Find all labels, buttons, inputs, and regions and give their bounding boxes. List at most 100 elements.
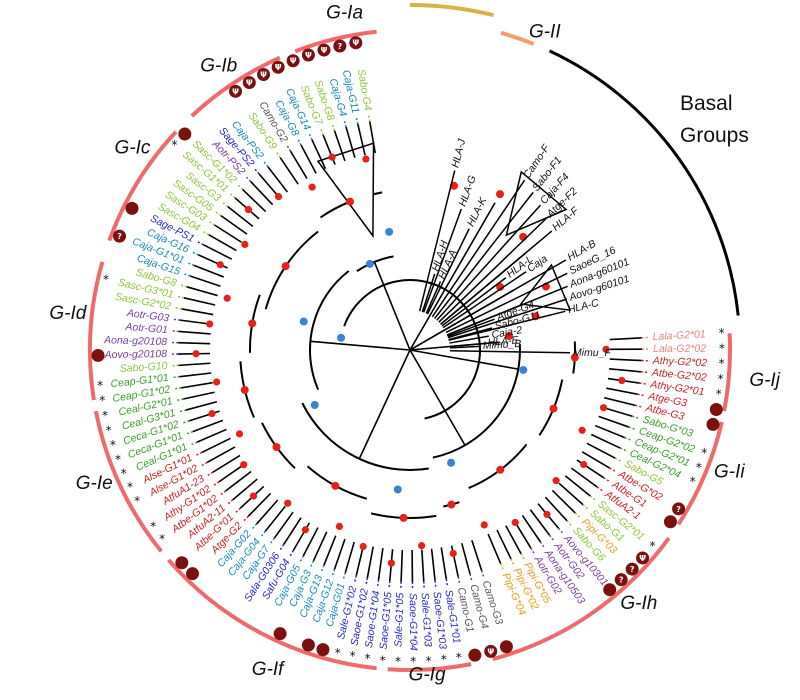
leaf-branch (273, 511, 294, 539)
leaf-branch (208, 234, 237, 252)
backbone-arc (343, 279, 481, 420)
support-dot (301, 526, 309, 534)
basal-branch (438, 217, 548, 323)
support-dot (272, 442, 281, 451)
leaf-branch (558, 482, 584, 506)
star-marker: * (716, 387, 722, 401)
leaf-label: Sabo-G10 (119, 360, 168, 375)
star-marker: * (121, 466, 127, 480)
basal-leaf-label: HLA-J (449, 137, 468, 169)
leaf-branch (201, 437, 231, 454)
star-marker: * (441, 653, 447, 667)
dot-marker (273, 627, 287, 641)
leaf-label: Sale-G1*05 (392, 592, 406, 647)
support-dot-blue (385, 227, 394, 236)
star-marker: * (350, 649, 356, 663)
leaf-label: Lala-G2*02 (653, 343, 706, 355)
leaf-connector (457, 576, 461, 585)
leaf-connector (320, 565, 325, 574)
group-arc-g-ig (387, 662, 472, 672)
psi-glyph: Ψ (246, 79, 253, 88)
support-dot (511, 518, 519, 527)
star-marker: * (649, 539, 655, 553)
support-dot (192, 350, 200, 358)
group-arc-g-id (88, 261, 105, 401)
collapsed-clade-triangle (505, 170, 568, 237)
leaf-branch (505, 525, 522, 555)
leaf-branch (247, 492, 272, 517)
leaf-branch (178, 341, 211, 345)
leaf-connector (253, 167, 260, 175)
support-dot (331, 481, 340, 490)
support-dot (449, 549, 457, 558)
dot-marker (663, 515, 677, 529)
leaf-label: Aovo-g20108 (103, 348, 167, 361)
support-dot (241, 240, 249, 249)
leaf-branch (609, 368, 642, 373)
support-dot (543, 510, 551, 519)
leaf-connector (171, 375, 180, 379)
leaf-branch (179, 372, 212, 378)
leaf-branch (440, 547, 448, 580)
unknown-marker (113, 229, 127, 243)
pseudogene-marker (242, 76, 256, 90)
leaf-connector (226, 499, 234, 506)
support-dot (418, 542, 426, 550)
leaf-connector (566, 520, 574, 528)
leaf-branch (366, 546, 374, 579)
pseudogene-marker (286, 54, 300, 68)
leaf-branch (189, 275, 221, 287)
leaf-branch (214, 224, 242, 243)
backbone-branch (409, 202, 496, 351)
leaf-connector (445, 579, 449, 588)
leaf-connector (603, 477, 611, 483)
leaf-connector (244, 175, 252, 182)
leaf-connector (309, 560, 315, 569)
support-dot (208, 409, 216, 418)
star-marker: * (106, 423, 112, 437)
pseudogene-marker (317, 43, 331, 57)
basal-branch (448, 310, 566, 342)
leaf-branch (178, 330, 211, 335)
group-label-g-ih: G-Ih (620, 593, 657, 614)
leaf-branch (282, 517, 302, 546)
leaf-connector (262, 159, 269, 168)
leaf-branch (421, 549, 425, 582)
basal-branch (436, 204, 542, 321)
support-dot (447, 500, 456, 509)
leaf-connector (342, 572, 346, 581)
support-dot (580, 460, 588, 469)
star-marker: * (365, 652, 371, 666)
support-dot-blue (337, 333, 346, 342)
clade-arc (468, 443, 528, 490)
star-marker: * (426, 654, 432, 668)
star-marker: * (690, 474, 696, 488)
leaf-branch (544, 496, 568, 522)
leaf-connector (637, 393, 646, 397)
leaf-label: Aotr-G03 (125, 307, 170, 325)
leaf-connector (288, 550, 294, 558)
leaf-branch (323, 535, 337, 566)
leaf-connector (609, 467, 617, 473)
leaf-connector (181, 420, 190, 425)
star-marker: * (134, 494, 140, 508)
support-dot (578, 426, 586, 434)
group-label-g-id: G-Id (49, 303, 87, 324)
pseudogene-marker (257, 68, 271, 82)
leaf-branch (312, 531, 328, 562)
leaf-connector (212, 481, 220, 487)
leaf-branch (430, 548, 436, 581)
support-dot (216, 261, 224, 269)
leaf-branch (255, 499, 279, 525)
group-label-g-ic: G-Ic (115, 137, 151, 158)
support-dot (235, 430, 244, 438)
leaf-branch (345, 126, 356, 158)
leaf-connector (574, 512, 582, 520)
leaf-connector (596, 486, 605, 493)
dot-marker (185, 567, 199, 581)
psi-glyph: Ψ (487, 647, 494, 656)
group-arc-basal (548, 49, 740, 316)
basal-branch (449, 335, 489, 344)
basal-branch (447, 298, 568, 339)
